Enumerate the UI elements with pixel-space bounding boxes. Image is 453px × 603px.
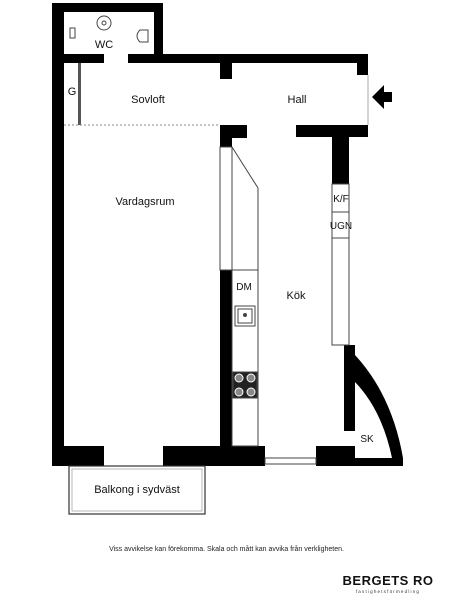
kitchen-fixtures xyxy=(232,305,258,399)
room-label-dm: DM xyxy=(236,282,252,293)
room-label-hall: Hall xyxy=(288,94,307,106)
entrance-arrow-icon xyxy=(372,85,392,109)
kitchen-sink-icon xyxy=(234,305,256,327)
room-label-sk: SK xyxy=(360,434,374,445)
room-label-kf: K/F xyxy=(333,194,349,205)
brand-name: BERGETS RO xyxy=(342,573,434,588)
room-label-wc: WC xyxy=(95,39,113,51)
walls xyxy=(52,3,403,466)
wc-fixtures xyxy=(69,15,149,43)
brand-tagline: fastighetsförmedling xyxy=(355,589,421,594)
room-label-ugn: UGN xyxy=(330,221,352,232)
brand-logo: BERGETS RO fastighetsförmedling xyxy=(333,573,443,594)
thin-lines xyxy=(64,75,369,465)
sink-icon xyxy=(96,15,112,31)
room-label-vardagsrum: Vardagsrum xyxy=(115,196,174,208)
balcony-outline xyxy=(68,465,206,515)
toilet-icon xyxy=(136,29,149,43)
room-label-g: G xyxy=(68,86,77,98)
disclaimer-text: Viss avvikelse kan förekomma. Skala och … xyxy=(109,546,344,553)
room-label-sovloft: Sovloft xyxy=(131,94,165,106)
room-label-balkong: Balkong i sydväst xyxy=(94,484,180,496)
room-label-kok: Kök xyxy=(287,290,306,302)
